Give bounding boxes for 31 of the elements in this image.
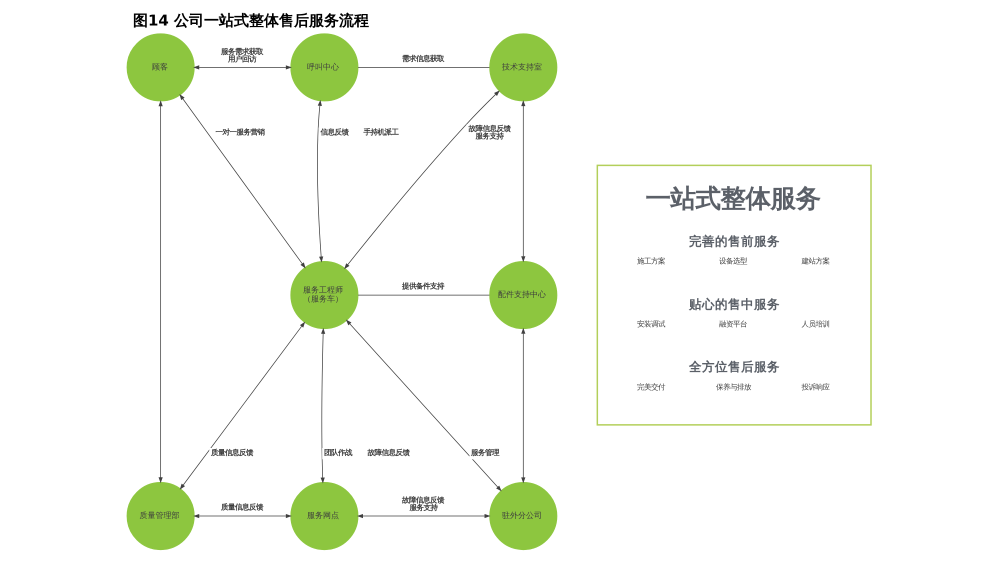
edge-label: 团队作战 故障信息反馈 <box>324 448 409 458</box>
arrow <box>316 100 323 263</box>
node-circle: 技术支持室 <box>488 33 557 102</box>
edge-label: 质量信息反馈 <box>220 502 262 512</box>
edge-label: 信息反馈 手持机派工 <box>320 128 398 137</box>
edge-label: 质量信息反馈 <box>210 448 253 458</box>
node-circle: 驻外分公司 <box>488 482 557 550</box>
edge-label: 故障信息反馈服务支持 <box>402 496 444 512</box>
connector <box>357 294 490 296</box>
node-box: 一站式整体服务 完善的售前服务 施工方案 设备选型 建站方案 贴心的售中服务 安装调试 融资平台 人员培训 全方位售后服务 完美交付 保养与排放 投诉响应 <box>596 164 872 426</box>
arrow <box>192 65 292 70</box>
arrow <box>158 100 162 484</box>
arrow <box>344 90 500 270</box>
diagram-title: 图14 公司一站式整体售后服务流程 <box>132 12 368 30</box>
arrow <box>179 322 305 490</box>
node-circle: 配件支持中心 <box>488 261 557 330</box>
connector <box>357 67 490 68</box>
arrow <box>192 514 292 518</box>
edge-label: 故障信息反馈服务支持 <box>468 124 510 140</box>
edge-label: 提供备件支持 <box>402 282 444 291</box>
edge-label: 服务需求获取用户回访 <box>220 46 262 64</box>
edge-label: 一对一服务营销 <box>215 128 264 137</box>
edge-label: 服务管理 <box>470 448 498 458</box>
arrow <box>520 100 525 262</box>
node-circle: 呼叫中心 <box>290 33 358 102</box>
arrow <box>178 94 306 268</box>
edge-label: 需求信息获取 <box>402 54 444 64</box>
arrow <box>320 328 325 484</box>
node-circle: 服务网点 <box>290 482 358 550</box>
arrow <box>356 514 490 518</box>
arrow <box>520 328 525 484</box>
